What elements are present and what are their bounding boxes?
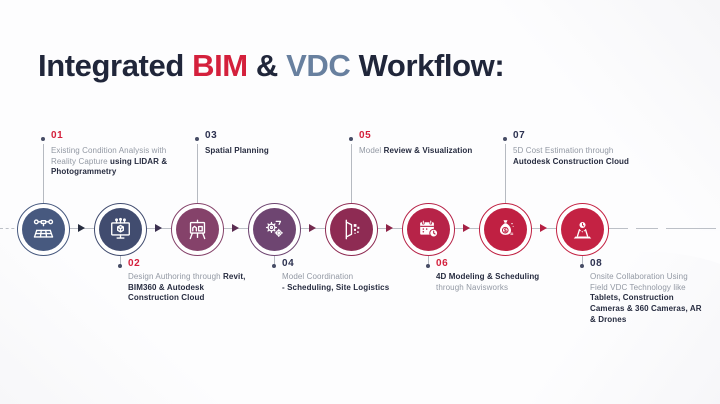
connector-line [42, 144, 44, 203]
step-number: 01 [51, 130, 64, 141]
step-circle [171, 203, 224, 256]
step-number: 07 [513, 130, 526, 141]
arrow-right-icon [232, 224, 239, 232]
connector-line [581, 256, 583, 266]
connector-line [196, 144, 198, 203]
connector-dot [580, 264, 584, 268]
step-number: 03 [205, 130, 218, 141]
arrow-right-icon [463, 224, 470, 232]
page-title: Integrated BIM & VDC Workflow: [38, 48, 505, 83]
easel-planning-icon [189, 219, 206, 240]
connector-dot [503, 137, 507, 141]
model-review-icon [345, 219, 360, 240]
arrow-right-icon [78, 224, 85, 232]
timeline-tail-dash [636, 228, 658, 229]
step-description: Existing Condition Analysis with Reality… [51, 146, 168, 177]
timeline-lead-dashed-line [0, 228, 20, 229]
step-number: 02 [128, 258, 141, 269]
step-number: 04 [282, 258, 295, 269]
step-description: 4D Modeling & Scheduling through Naviswo… [436, 272, 540, 292]
step-description: Model Coordination - Scheduling, Site Lo… [282, 272, 390, 292]
connector-line [350, 144, 352, 203]
step-description: Onsite Collaboration Using Field VDC Tec… [590, 272, 702, 324]
step-description: Model Review & Visualization [359, 146, 473, 155]
step-circle [248, 203, 301, 256]
step-circle [325, 203, 378, 256]
timeline-tail-dash [666, 228, 716, 229]
connector-line [427, 256, 429, 266]
step-description: Design Authoring through Revit, BIM360 &… [128, 272, 246, 303]
step-circle [16, 203, 70, 256]
connector-line [273, 256, 275, 266]
arrow-right-icon [309, 224, 316, 232]
connector-dot [272, 264, 276, 268]
monitor-cube-icon [111, 217, 130, 239]
step-number: 05 [359, 130, 372, 141]
calendar-clock-icon [420, 219, 439, 238]
arrow-right-icon [155, 224, 162, 232]
step-description: 5D Cost Estimation through Autodesk Cons… [513, 146, 630, 166]
connector-line [504, 144, 506, 203]
field-vdc-icon [573, 221, 592, 239]
connector-dot [118, 264, 122, 268]
connector-line [119, 256, 121, 266]
money-bag-icon: $ [499, 220, 514, 235]
connector-dot [41, 137, 45, 141]
connector-dot [426, 264, 430, 268]
step-circle [94, 203, 147, 256]
timeline-line [20, 228, 628, 229]
arrow-right-icon [540, 224, 547, 232]
svg-text:$: $ [503, 228, 507, 234]
step-circle [556, 203, 609, 256]
connector-dot [195, 137, 199, 141]
drone-lidar-icon [33, 219, 53, 238]
step-circle [402, 203, 455, 256]
connector-dot [349, 137, 353, 141]
arrow-right-icon [386, 224, 393, 232]
step-number: 08 [590, 258, 603, 269]
step-description: Spatial Planning [205, 146, 269, 155]
step-number: 06 [436, 258, 449, 269]
coordination-gears-icon [265, 220, 283, 237]
step-circle: $ [479, 203, 532, 256]
